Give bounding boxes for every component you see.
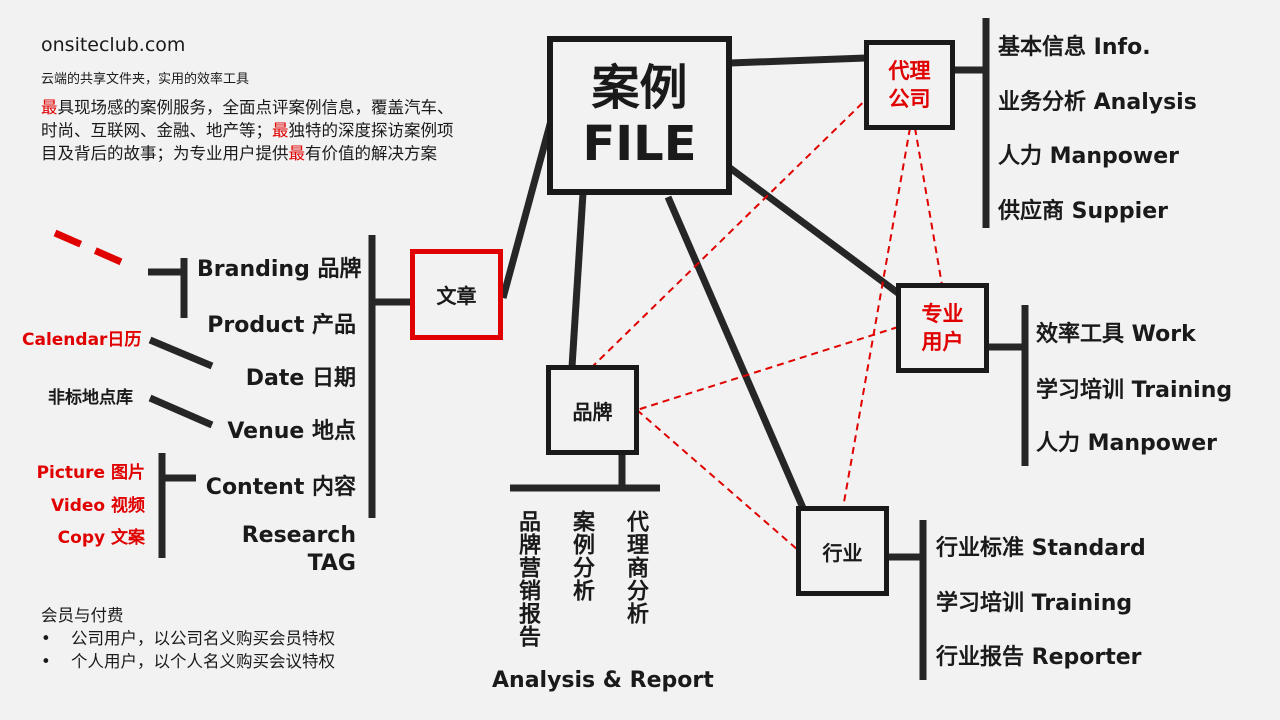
article-node[interactable]: 文章	[410, 249, 503, 340]
agency-item-analysis[interactable]: 业务分析 Analysis	[998, 90, 1197, 115]
article-item-research[interactable]: Research	[241, 523, 356, 548]
article-item-date[interactable]: Date 日期	[245, 366, 356, 391]
membership-title: 会员与付费	[41, 606, 124, 625]
dash-agency-prouser	[914, 127, 943, 286]
content-copy: Copy 文案	[57, 528, 145, 548]
agency-label: 公司	[888, 87, 931, 111]
brand-report-marketing[interactable]: 品牌营销报告	[515, 510, 540, 648]
brand-report-agency[interactable]: 代理商分析	[623, 510, 648, 625]
dash-agency-brand	[591, 77, 889, 368]
content-video: Video 视频	[51, 496, 145, 516]
brand-label: 品牌	[572, 399, 613, 424]
membership-item-text: 公司用户，以公司名义购买会员特权	[71, 629, 335, 648]
calendar-link	[148, 336, 214, 370]
center-file-node[interactable]: 案例 FILE	[547, 36, 732, 195]
article-label: 文章	[436, 284, 477, 308]
industry-item-reporter[interactable]: 行业报告 Reporter	[936, 645, 1142, 670]
industry-label: 行业	[822, 540, 863, 565]
site-tagline: 云端的共享文件夹，实用的效率工具	[41, 72, 250, 87]
red-dashed-marker	[53, 229, 137, 272]
pro-user-label: 用户	[921, 330, 964, 354]
emphasis: 最	[272, 121, 289, 140]
membership-item: •公司用户，以公司名义购买会员特权	[41, 629, 335, 648]
desc-text: 具现场感的案例服务，全面点评案例信息，覆盖汽车、时尚、互联网、金融、地产等；	[41, 98, 454, 140]
center-subtitle: FILE	[582, 115, 697, 172]
membership-item: •个人用户，以个人名义购买会议特权	[41, 652, 335, 671]
center-title: 案例	[591, 59, 688, 116]
connector-center-industry	[664, 195, 807, 510]
brand-report-case[interactable]: 案例分析	[569, 510, 594, 602]
connector-center-article	[499, 116, 556, 299]
connector-center-agency	[729, 54, 867, 67]
brand-node[interactable]: 品牌	[546, 365, 639, 455]
agency-node[interactable]: 代理 公司	[864, 40, 955, 130]
pro-user-item-manpower[interactable]: 人力 Manpower	[1036, 431, 1218, 456]
emphasis: 最	[288, 144, 306, 163]
dash-prouser-brand	[636, 326, 899, 411]
agency-item-info[interactable]: 基本信息 Info.	[998, 35, 1151, 60]
article-item-venue[interactable]: Venue 地点	[227, 419, 356, 444]
pro-user-node[interactable]: 专业 用户	[896, 283, 989, 373]
analysis-report-label: Analysis & Report	[492, 668, 714, 693]
desc-text: 独特的深度探访案例项目及背后的故事；为专业用户提供	[41, 121, 454, 163]
industry-node[interactable]: 行业	[796, 506, 889, 596]
site-description: 最具现场感的案例服务，全面点评案例信息，覆盖汽车、时尚、互联网、金融、地产等；最…	[41, 96, 461, 165]
calendar-label: Calendar日历	[22, 330, 142, 350]
connector-center-prouser	[727, 165, 905, 299]
industry-item-training[interactable]: 学习培训 Training	[936, 591, 1133, 616]
content-picture: Picture 图片	[36, 463, 145, 483]
desc-text: 有价值的解决方案	[305, 144, 437, 163]
pro-user-item-training[interactable]: 学习培训 Training	[1036, 378, 1233, 403]
article-item-branding[interactable]: Branding 品牌	[197, 257, 362, 282]
venue-library-label: 非标地点库	[48, 388, 133, 408]
site-domain: onsiteclub.com	[41, 34, 186, 56]
dash-agency-industry	[842, 127, 911, 509]
article-item-product[interactable]: Product 产品	[207, 313, 356, 338]
article-item-tag[interactable]: TAG	[307, 551, 356, 576]
pro-user-label: 专业	[921, 302, 964, 326]
emphasis: 最	[41, 98, 58, 117]
venue-link	[148, 394, 214, 429]
membership: 会员与付费 •公司用户，以公司名义购买会员特权 •个人用户，以个人名义购买会议特…	[41, 604, 335, 673]
pro-user-item-work[interactable]: 效率工具 Work	[1036, 322, 1196, 347]
article-item-content[interactable]: Content 内容	[205, 475, 356, 500]
membership-item-text: 个人用户，以个人名义购买会议特权	[71, 652, 335, 671]
agency-item-supplier[interactable]: 供应商 Suppier	[998, 199, 1168, 224]
dash-brand-industry	[636, 409, 799, 551]
industry-item-standard[interactable]: 行业标准 Standard	[936, 536, 1146, 561]
agency-label: 代理	[888, 59, 931, 83]
agency-item-manpower[interactable]: 人力 Manpower	[998, 144, 1180, 169]
connector-center-brand	[568, 192, 587, 368]
